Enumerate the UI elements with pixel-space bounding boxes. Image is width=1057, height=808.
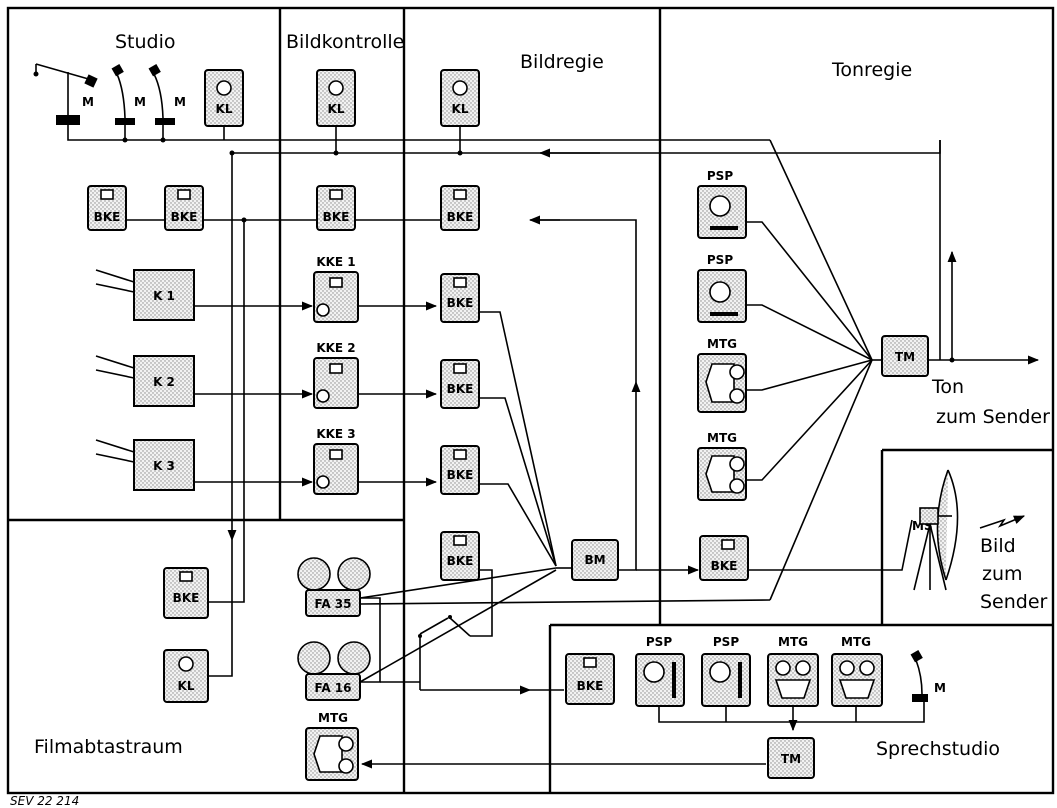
psp-tonregie-1: PSP bbox=[697, 169, 747, 239]
svg-text:PSP: PSP bbox=[713, 635, 739, 649]
mic2-label: M bbox=[134, 95, 146, 109]
svg-text:BKE: BKE bbox=[577, 679, 604, 693]
svg-text:BKE: BKE bbox=[447, 468, 474, 482]
mtg-tonregie-1: MTG bbox=[697, 337, 747, 413]
camera-k3: K 3 bbox=[95, 439, 195, 491]
transmission-arrow bbox=[979, 515, 1026, 529]
kke1-unit: KKE 1 bbox=[313, 255, 359, 323]
room-label-bildregie: Bildregie bbox=[520, 51, 604, 73]
loudspeaker-kl-bildkontrolle: KL bbox=[316, 69, 356, 127]
mtg-sprechstudio-1: MTG bbox=[767, 635, 819, 707]
svg-text:PSP: PSP bbox=[707, 253, 733, 267]
bke-bildregie-3: BKE bbox=[440, 359, 480, 409]
svg-text:KL: KL bbox=[216, 102, 233, 116]
bke-bildkontrolle: BKE bbox=[316, 185, 356, 231]
svg-text:MTG: MTG bbox=[707, 337, 737, 351]
loudspeaker-kl-bildregie: KL bbox=[440, 69, 480, 127]
bild-output-label-3: Sender bbox=[980, 591, 1048, 613]
svg-text:FA 16: FA 16 bbox=[315, 681, 352, 695]
loudspeaker-kl-studio: KL bbox=[204, 69, 244, 127]
svg-text:BKE: BKE bbox=[323, 210, 350, 224]
psp-sprechstudio-2: PSP bbox=[701, 635, 751, 707]
bild-output-label-1: Bild bbox=[980, 535, 1016, 557]
mic3-label: M bbox=[174, 95, 186, 109]
svg-text:K 1: K 1 bbox=[153, 289, 175, 303]
svg-text:PSP: PSP bbox=[646, 635, 672, 649]
svg-text:MTG: MTG bbox=[707, 431, 737, 445]
svg-text:KKE 1: KKE 1 bbox=[316, 255, 355, 269]
svg-text:K 2: K 2 bbox=[153, 375, 175, 389]
mtg-film-room: MTG bbox=[305, 711, 359, 781]
camera-k2: K 2 bbox=[95, 355, 195, 407]
bke-bildregie-1: BKE bbox=[440, 185, 480, 231]
svg-text:MTG: MTG bbox=[318, 711, 348, 725]
svg-text:TM: TM bbox=[781, 752, 801, 766]
svg-text:KL: KL bbox=[178, 679, 195, 693]
svg-text:M: M bbox=[934, 681, 946, 695]
microphone-stand-2: M bbox=[148, 64, 186, 125]
microphone-boom: M bbox=[33, 63, 98, 125]
room-label-filmabtastraum: Filmabtastraum bbox=[34, 736, 183, 758]
bke-bildregie-4: BKE bbox=[440, 445, 480, 495]
svg-text:BKE: BKE bbox=[447, 554, 474, 568]
svg-text:BKE: BKE bbox=[173, 591, 200, 605]
psp-sprechstudio-1: PSP bbox=[635, 635, 685, 707]
ton-output-label-1: Ton bbox=[931, 376, 964, 398]
changeover-switch bbox=[418, 615, 471, 690]
svg-text:FA 35: FA 35 bbox=[315, 597, 352, 611]
room-label-bildkontrolle: Bildkontrolle bbox=[286, 31, 404, 53]
svg-text:KKE 3: KKE 3 bbox=[316, 427, 355, 441]
svg-text:BKE: BKE bbox=[711, 559, 738, 573]
svg-text:MTG: MTG bbox=[778, 635, 808, 649]
figure-reference: SEV 22 214 bbox=[10, 794, 79, 808]
bild-output-label-2: zum bbox=[982, 563, 1023, 585]
svg-text:KL: KL bbox=[328, 102, 345, 116]
microwave-transmitter-ms: MS bbox=[912, 469, 959, 591]
microphone-stand-1: M bbox=[111, 64, 146, 125]
svg-text:MTG: MTG bbox=[841, 635, 871, 649]
camera-k1: K 1 bbox=[95, 269, 195, 321]
svg-text:BKE: BKE bbox=[447, 296, 474, 310]
bke-studio-2: BKE bbox=[164, 185, 204, 231]
loudspeaker-kl-film-room: KL bbox=[163, 649, 209, 703]
svg-text:KKE 2: KKE 2 bbox=[316, 341, 355, 355]
film-projector-fa16: FA 16 bbox=[297, 641, 371, 701]
bke-bildregie-2: BKE bbox=[440, 273, 480, 323]
bke-sprechstudio: BKE bbox=[565, 653, 615, 705]
ton-output-label-2: zum Sender bbox=[936, 406, 1050, 428]
kke2-unit: KKE 2 bbox=[313, 341, 359, 409]
room-boundaries bbox=[6, 6, 1055, 795]
room-label-studio: Studio bbox=[115, 31, 176, 53]
mtg-sprechstudio-2: MTG bbox=[831, 635, 883, 707]
tonmischer-sprechstudio: TM bbox=[767, 737, 815, 779]
svg-text:BKE: BKE bbox=[447, 382, 474, 396]
bke-bildregie-5: BKE bbox=[440, 531, 480, 581]
svg-text:TM: TM bbox=[895, 350, 915, 364]
svg-text:BM: BM bbox=[584, 553, 605, 567]
svg-text:BKE: BKE bbox=[94, 210, 121, 224]
mic1-label: M bbox=[82, 95, 94, 109]
bke-tonregie: BKE bbox=[699, 535, 749, 581]
microphone-sprechstudio: M bbox=[910, 650, 946, 702]
room-label-sprechstudio: Sprechstudio bbox=[876, 738, 1000, 760]
svg-text:BKE: BKE bbox=[171, 210, 198, 224]
svg-text:KL: KL bbox=[452, 102, 469, 116]
room-label-tonregie: Tonregie bbox=[831, 59, 912, 81]
bke-film-room: BKE bbox=[163, 567, 209, 619]
svg-text:K 3: K 3 bbox=[153, 459, 175, 473]
film-projector-fa35: FA 35 bbox=[297, 557, 371, 617]
psp-tonregie-2: PSP bbox=[697, 253, 747, 323]
kke3-unit: KKE 3 bbox=[313, 427, 359, 495]
bildmischer-bm: BM bbox=[571, 539, 619, 581]
bke-studio-1: BKE bbox=[87, 185, 127, 231]
svg-text:PSP: PSP bbox=[707, 169, 733, 183]
mic-bus-line bbox=[67, 125, 770, 141]
tonmischer-tm: TM bbox=[881, 335, 929, 377]
svg-text:BKE: BKE bbox=[447, 210, 474, 224]
mtg-tonregie-2: MTG bbox=[697, 431, 747, 501]
